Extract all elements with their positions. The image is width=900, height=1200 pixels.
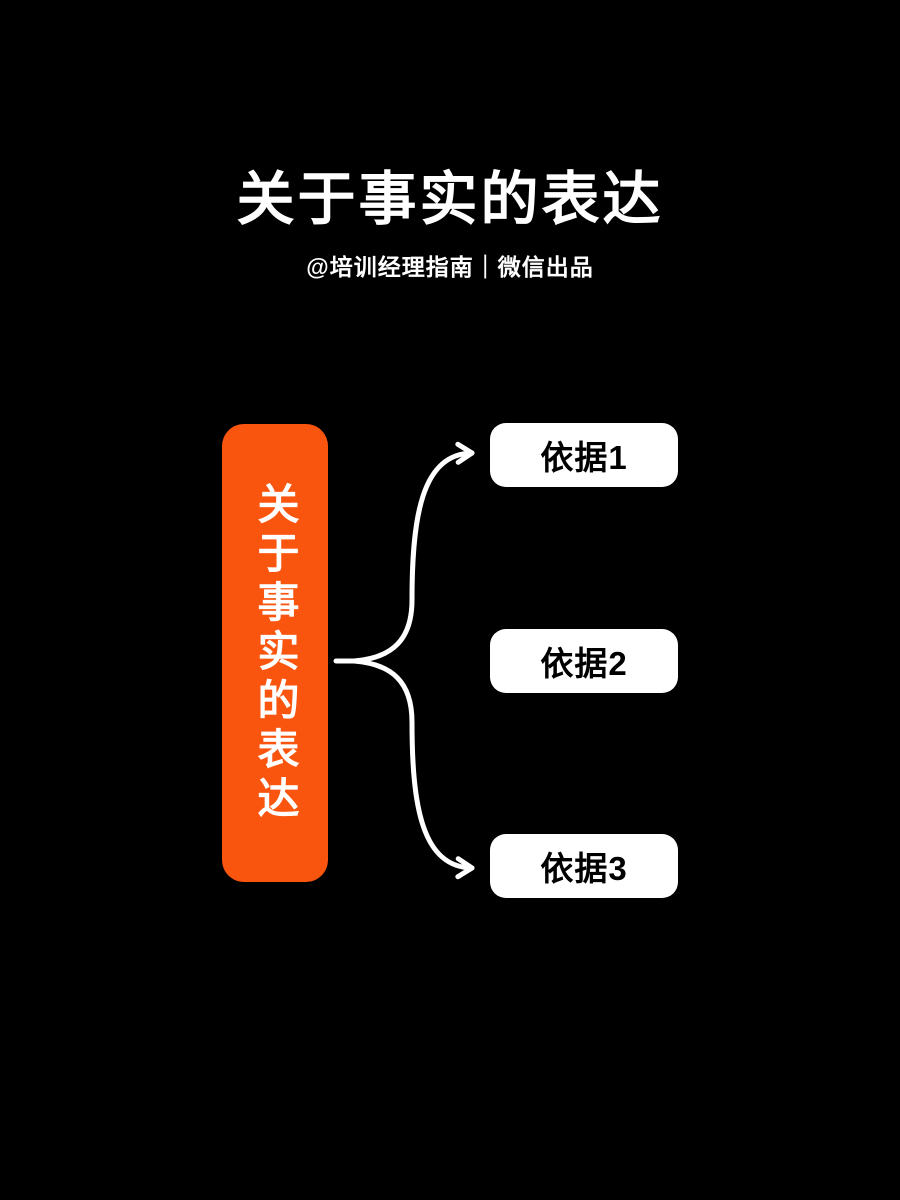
page-title: 关于事实的表达 (236, 167, 664, 232)
branch-node-3-label: 依据3 (540, 850, 628, 887)
branch-node-2: 依据2 (490, 629, 678, 693)
branch-node-3: 依据3 (490, 834, 678, 898)
center-node: 关于事实的表达 (222, 424, 328, 882)
branch-node-1-label: 依据1 (540, 439, 628, 476)
branch-node-1: 依据1 (490, 423, 678, 487)
center-node-label: 关于事实的表达 (252, 481, 299, 825)
connector-to-branch-3 (351, 658, 475, 880)
page-subtitle: @培训经理指南｜微信出品 (306, 254, 594, 280)
connector-to-branch-1 (351, 441, 475, 664)
branch-node-2-label: 依据2 (540, 645, 628, 682)
